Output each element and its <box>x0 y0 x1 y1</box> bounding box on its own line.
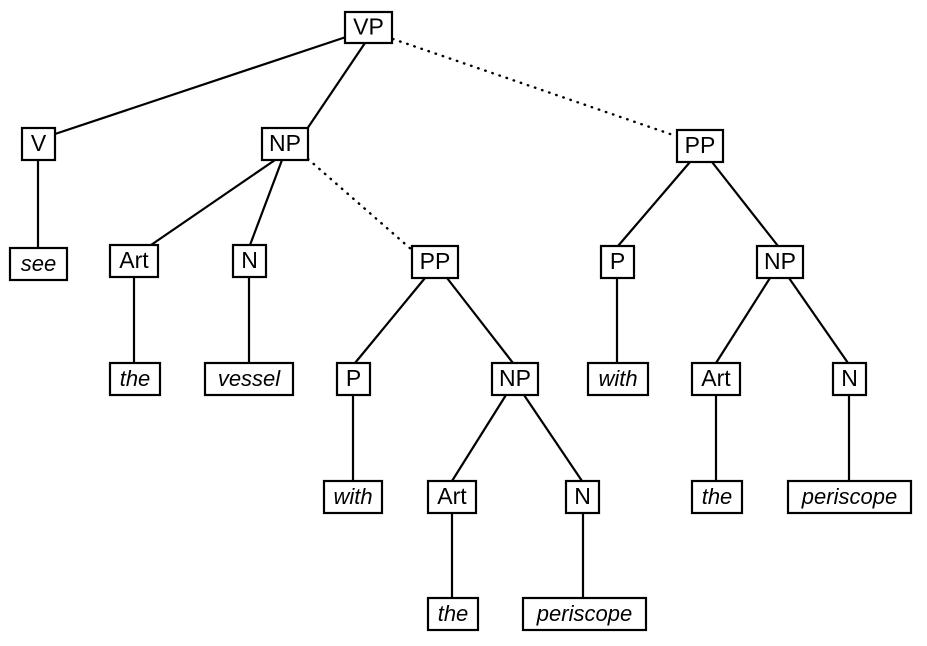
tree-edge-np1-to-n1 <box>248 159 284 246</box>
node-box-outline <box>8 246 69 282</box>
node-box-outline <box>690 361 742 397</box>
node-label: see <box>21 251 56 276</box>
node-label: VP <box>353 14 384 40</box>
node-box-outline <box>322 479 384 515</box>
node-box-outline <box>343 10 394 45</box>
tree-edge-pp_mid-to-p_mid <box>354 277 426 364</box>
node-box-outline <box>410 244 460 280</box>
tree-edge-vp-to-pp_right <box>391 37 678 138</box>
leaf-node-with_right[interactable]: with <box>586 361 650 397</box>
category-node-art_mid[interactable]: Art <box>426 479 478 515</box>
tree-edge-np_mid-to-art_mid <box>451 394 507 482</box>
tree-edge-np1-to-pp_mid <box>306 157 414 252</box>
leaf-node-with_mid[interactable]: with <box>322 479 384 515</box>
node-label: the <box>702 484 733 509</box>
node-box-outline <box>426 596 480 632</box>
category-node-pp_mid[interactable]: PP <box>410 244 460 280</box>
node-label: the <box>120 366 151 391</box>
tree-edge-pp_right-to-np_right <box>711 161 779 247</box>
tree-edge-pp_mid-to-np_mid <box>446 277 514 364</box>
node-label: PP <box>420 248 451 274</box>
node-label: periscope <box>536 601 632 626</box>
node-box-outline <box>335 361 372 397</box>
node-label: Art <box>437 483 467 509</box>
category-node-n_right[interactable]: N <box>831 361 868 397</box>
node-label: periscope <box>801 484 897 509</box>
node-box-outline <box>260 126 310 162</box>
leaf-node-the_mid[interactable]: the <box>426 596 480 632</box>
category-node-np_right[interactable]: NP <box>755 244 805 280</box>
node-box-outline <box>831 361 868 397</box>
tree-edge-pp_right-to-p_right <box>617 161 691 247</box>
node-box-outline <box>564 479 601 515</box>
node-box-outline <box>203 361 295 397</box>
node-label: NP <box>499 365 531 391</box>
category-node-n1[interactable]: N <box>231 243 268 279</box>
category-node-art_right[interactable]: Art <box>690 361 742 397</box>
node-label: with <box>598 366 637 391</box>
category-node-vp[interactable]: VP <box>343 10 394 45</box>
tree-edge-vp-to-v <box>54 35 347 136</box>
leaf-node-see[interactable]: see <box>8 246 69 282</box>
node-label: vessel <box>218 366 281 391</box>
node-label: Art <box>701 365 731 391</box>
node-box-outline <box>108 361 162 397</box>
node-label: PP <box>685 132 716 158</box>
category-node-art1[interactable]: Art <box>108 243 160 279</box>
category-node-pp_right[interactable]: PP <box>675 128 725 164</box>
node-label: NP <box>269 130 301 156</box>
edge-layer <box>36 35 851 598</box>
node-label: Art <box>119 247 149 273</box>
node-label: N <box>841 365 858 391</box>
leaf-node-vessel[interactable]: vessel <box>203 361 295 397</box>
category-node-n_mid[interactable]: N <box>564 479 601 515</box>
node-box-outline <box>20 126 57 162</box>
node-box-outline <box>586 361 650 397</box>
leaf-node-per_mid[interactable]: periscope <box>521 596 648 632</box>
node-box-outline <box>755 244 805 280</box>
node-label: P <box>346 365 361 391</box>
tree-edge-np1-to-art1 <box>150 159 276 246</box>
category-node-p_mid[interactable]: P <box>335 361 372 397</box>
node-label: P <box>610 248 625 274</box>
node-label: NP <box>764 248 796 274</box>
leaf-node-the1[interactable]: the <box>108 361 162 397</box>
node-label: the <box>438 601 469 626</box>
node-label: with <box>333 484 372 509</box>
node-box-outline <box>231 243 268 279</box>
tree-edge-np_right-to-art_right <box>715 277 771 364</box>
leaf-node-per_right[interactable]: periscope <box>786 479 913 515</box>
node-box-outline <box>690 479 744 515</box>
node-label: V <box>31 130 47 156</box>
tree-edge-vp-to-np1 <box>306 42 366 130</box>
node-box-outline <box>490 361 540 397</box>
node-box-outline <box>108 243 160 279</box>
node-box-outline <box>521 596 648 632</box>
leaf-node-the_right[interactable]: the <box>690 479 744 515</box>
node-box-outline <box>599 244 636 280</box>
node-box-outline <box>675 128 725 164</box>
category-node-p_right[interactable]: P <box>599 244 636 280</box>
node-label: N <box>241 247 258 273</box>
node-label: N <box>574 483 591 509</box>
category-node-np_mid[interactable]: NP <box>490 361 540 397</box>
category-node-np1[interactable]: NP <box>260 126 310 162</box>
tree-edge-np_mid-to-n_mid <box>523 394 583 482</box>
tree-edge-np_right-to-n_right <box>788 277 849 364</box>
node-box-outline <box>426 479 478 515</box>
category-node-v[interactable]: V <box>20 126 57 162</box>
node-box-outline <box>786 479 913 515</box>
